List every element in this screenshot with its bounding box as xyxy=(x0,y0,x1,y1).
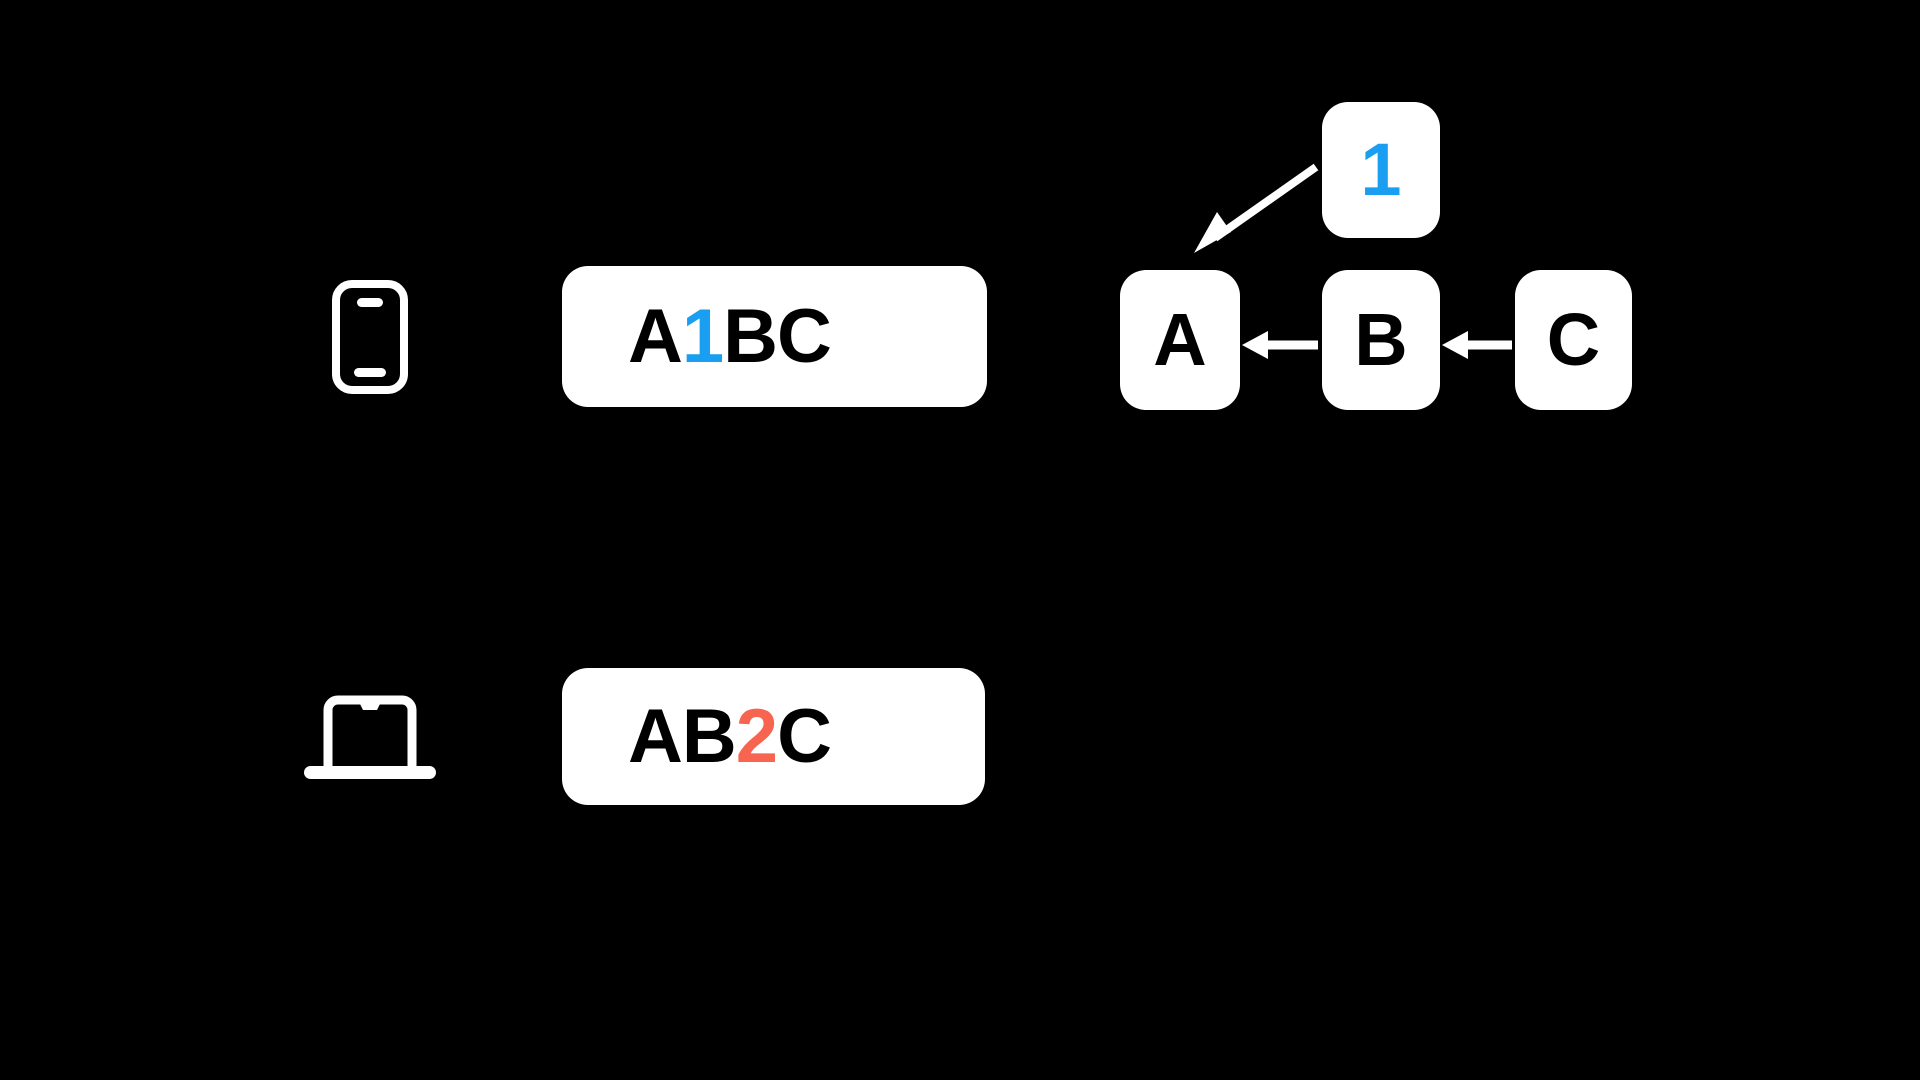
graph-node-c[interactable]: C xyxy=(1515,270,1632,410)
pill-segment: C xyxy=(777,693,832,779)
pill-segment: A xyxy=(628,293,683,379)
graph-node-a[interactable]: A xyxy=(1120,270,1240,410)
phone-icon xyxy=(300,266,440,407)
pill-segment-highlight: 2 xyxy=(735,693,778,779)
text-field-laptop[interactable]: AB2C xyxy=(562,668,985,805)
device-row-phone xyxy=(300,266,440,407)
pill-segment-highlight: 1 xyxy=(681,293,724,379)
pill-segment: AB xyxy=(628,693,737,779)
laptop-icon xyxy=(300,668,440,805)
text-field-phone[interactable]: A1BC xyxy=(562,266,987,407)
device-row-laptop xyxy=(300,668,440,805)
pill-segment: BC xyxy=(723,293,832,379)
graph-node-b[interactable]: B xyxy=(1322,270,1440,410)
edge-b-to-a xyxy=(1242,331,1318,359)
graph-node-label: C xyxy=(1546,298,1601,381)
edge-1-to-a xyxy=(1194,163,1319,253)
graph-node-label: A xyxy=(1153,298,1207,381)
edge-c-to-b xyxy=(1442,331,1512,359)
graph-node-label: 1 xyxy=(1360,128,1402,211)
graph-node-label: B xyxy=(1354,298,1408,381)
pill-text-laptop: AB2C xyxy=(628,698,832,775)
pill-text-phone: A1BC xyxy=(628,298,832,375)
graph-node-1[interactable]: 1 xyxy=(1322,102,1440,238)
